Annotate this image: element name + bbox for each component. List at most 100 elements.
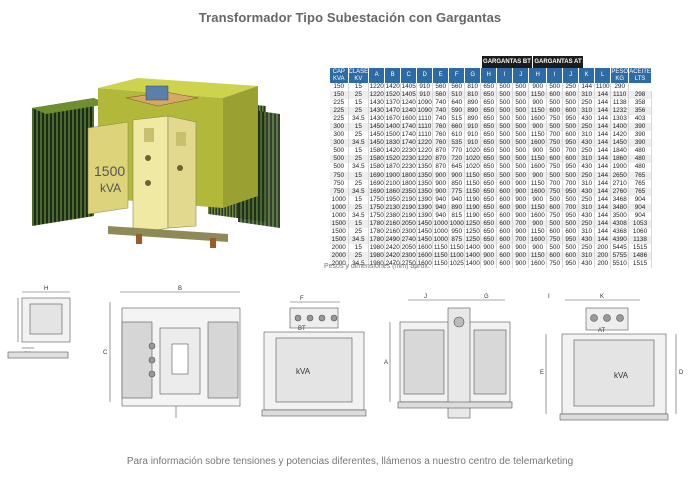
table-cell: 500 — [330, 163, 349, 172]
table-cell: 2350 — [400, 187, 418, 196]
table-cell: 900 — [528, 83, 548, 92]
table-cell: 2050 — [400, 219, 418, 228]
table-cell: 950 — [562, 163, 580, 172]
table-cell: 500 — [512, 99, 530, 108]
column-header: E — [432, 68, 450, 83]
table-cell: 144 — [578, 83, 596, 92]
table-cell: 1600 — [416, 243, 434, 252]
table-cell: 640 — [448, 99, 466, 108]
table-cell: 1600 — [528, 211, 548, 220]
dim-k-label: K — [600, 294, 604, 300]
table-cell: 1780 — [368, 235, 386, 244]
table-cell: 600 — [496, 203, 514, 212]
table-cell: 1000 — [330, 195, 349, 204]
table-cell: 750 — [546, 211, 564, 220]
table-cell: 1100 — [448, 251, 466, 261]
table-cell: 1750 — [368, 195, 386, 204]
table-cell: 1980 — [368, 260, 386, 269]
table-cell: 1020 — [464, 163, 482, 172]
table-cell: 225 — [330, 107, 349, 116]
table-cell: 750 — [546, 163, 564, 172]
table-cell: 1450 — [368, 131, 386, 140]
table-cell: 650 — [480, 115, 498, 124]
column-header: B — [384, 68, 402, 83]
table-cell: 1486 — [628, 251, 652, 261]
table-cell: 1405 — [400, 83, 418, 92]
table-cell: 1600 — [528, 187, 548, 196]
table-cell: 515 — [448, 115, 466, 124]
table-cell: 150 — [330, 83, 349, 92]
column-header: I — [496, 68, 514, 83]
table-cell: 1980 — [368, 243, 386, 252]
table-cell: 1303 — [610, 115, 630, 124]
table-cell: 25 — [348, 251, 370, 261]
table-cell: 1430 — [368, 99, 386, 108]
at-kva-label: kVA — [614, 371, 629, 380]
table-cell: 1740 — [400, 123, 418, 132]
table-cell: 25 — [348, 227, 370, 236]
table-cell: 650 — [480, 187, 498, 196]
table-cell: 770 — [448, 147, 466, 156]
table-cell: 904 — [628, 203, 652, 212]
dim-j-label: J — [424, 294, 427, 300]
table-cell: 1420 — [384, 147, 402, 156]
table-cell: 1690 — [368, 179, 386, 188]
group-bt-header: GARGANTAS BT — [482, 56, 532, 68]
table-cell: 1190 — [464, 203, 482, 212]
table-cell: 900 — [432, 187, 450, 196]
table-cell: 250 — [578, 147, 596, 156]
table-cell: 1580 — [368, 155, 386, 164]
table-cell: 1150 — [528, 155, 548, 164]
table-cell: 1220 — [368, 91, 386, 100]
table-cell: 500 — [496, 171, 514, 180]
column-header: J — [512, 68, 530, 83]
table-cell: 2000 — [330, 251, 349, 261]
table-cell: 870 — [432, 155, 450, 164]
table-cell: 1250 — [464, 227, 482, 236]
table-cell: 870 — [432, 163, 450, 172]
table-cell: 1450 — [610, 139, 630, 148]
table-cell: 3480 — [610, 203, 630, 212]
table-cell: 500 — [512, 107, 530, 116]
table-cell: 765 — [628, 187, 652, 196]
table-cell: 1740 — [400, 139, 418, 148]
table-cell: 1450 — [368, 123, 386, 132]
table-cell: 900 — [528, 243, 548, 252]
table-cell: 1980 — [368, 251, 386, 261]
table-cell: 390 — [628, 131, 652, 140]
table-cell: 1900 — [384, 171, 402, 180]
column-header: H — [480, 68, 498, 83]
table-cell: 890 — [464, 115, 482, 124]
table-cell: 1580 — [368, 147, 386, 156]
table-cell: 144 — [594, 147, 612, 156]
table-cell: 1110 — [416, 123, 434, 132]
table-cell: 1220 — [416, 155, 434, 164]
table-cell: 25 — [348, 179, 370, 188]
table-cell: 500 — [562, 219, 580, 228]
table-cell: 2420 — [384, 243, 402, 252]
table-cell: 1470 — [384, 107, 402, 116]
table-cell: 480 — [628, 155, 652, 164]
table-cell: 775 — [448, 187, 466, 196]
table-cell: 600 — [546, 227, 564, 236]
table-cell: 1350 — [416, 163, 434, 172]
table-cell: 144 — [594, 179, 612, 188]
table-cell: 500 — [546, 147, 564, 156]
table-cell: 2710 — [610, 179, 630, 188]
table-cell: 1450 — [416, 219, 434, 228]
dim-g-label: G — [484, 294, 489, 300]
table-cell: 144 — [594, 171, 612, 180]
table-cell: 144 — [594, 219, 612, 228]
table-cell: 144 — [594, 163, 612, 172]
table-cell: 740 — [432, 115, 450, 124]
table-cell: 765 — [628, 171, 652, 180]
table-cell: 1232 — [610, 107, 630, 116]
